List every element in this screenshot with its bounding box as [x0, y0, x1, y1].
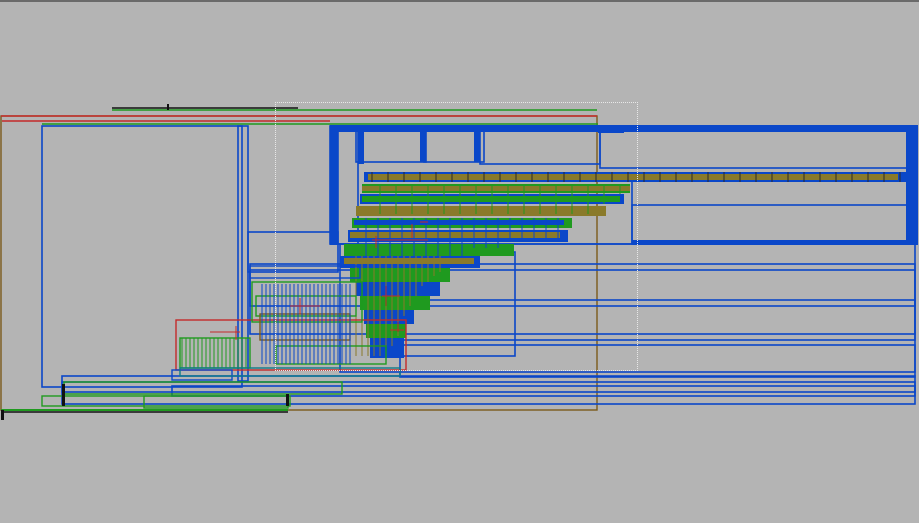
- blue-frame-k: [631, 179, 915, 245]
- cluster-green-4: [275, 345, 387, 365]
- lower-left-stripes: [181, 284, 351, 368]
- blue-frame-j: [599, 127, 911, 169]
- flame-row-6b: [350, 232, 560, 238]
- flame-row-11: [360, 296, 430, 310]
- base-green-3: [41, 395, 291, 407]
- tick-stripes-green: [379, 184, 621, 214]
- window-top-edge: [0, 0, 919, 2]
- cluster-blue-1: [249, 265, 361, 279]
- root-frame-brown: [0, 115, 598, 411]
- flame-row-3b: [362, 196, 620, 202]
- marker-top-left: [167, 104, 169, 110]
- flame-row-1-olive: [368, 174, 898, 180]
- tick-stripes-red: [372, 221, 428, 332]
- base-frames: [41, 367, 401, 409]
- thick-col-4: [598, 126, 624, 133]
- blue-frame-d: [61, 375, 916, 393]
- marker-bottom-left: [1, 410, 4, 420]
- cluster-green-2: [251, 281, 363, 323]
- flame-row-2b: [362, 186, 630, 191]
- thick-col-1: [358, 128, 364, 164]
- tick-stripes-group: [355, 172, 901, 356]
- blue-thick-borders: [330, 125, 918, 245]
- base-blue-teal: [179, 367, 401, 377]
- tick-stripes-dark: [371, 172, 901, 182]
- blue-frame-l: [631, 204, 915, 244]
- lower-stripes-red: [210, 298, 320, 340]
- lower-stripes-green: [181, 338, 247, 368]
- blue-frame-i: [479, 127, 601, 165]
- thick-col-3: [474, 128, 480, 162]
- lower-stripes-blue: [261, 284, 351, 364]
- flame-row-9: [350, 268, 450, 282]
- blue-frame-m: [247, 231, 339, 273]
- blue-frame-s: [399, 344, 916, 378]
- flame-row-8b: [344, 258, 474, 264]
- blue-frame-g: [355, 127, 427, 163]
- cluster-blue-2: [171, 369, 233, 381]
- thick-right-bar: [906, 125, 918, 245]
- tick-stripes-blue: [365, 218, 559, 258]
- black-markers: [1, 104, 289, 420]
- marker-base-right: [286, 394, 289, 406]
- thick-bottom: [632, 240, 914, 245]
- thick-col-2: [420, 128, 426, 162]
- thick-left-bar-1: [330, 125, 338, 245]
- flame-row-14: [370, 338, 404, 358]
- flame-row-5b: [354, 220, 564, 225]
- marker-base-left: [62, 384, 65, 406]
- root-frame-group: [0, 107, 598, 413]
- flame-stripes-group: [340, 172, 906, 358]
- blue-frame-a: [41, 125, 243, 388]
- blue-frame-t: [171, 385, 916, 397]
- flame-row-7: [344, 244, 514, 256]
- flame-row-4: [356, 206, 606, 216]
